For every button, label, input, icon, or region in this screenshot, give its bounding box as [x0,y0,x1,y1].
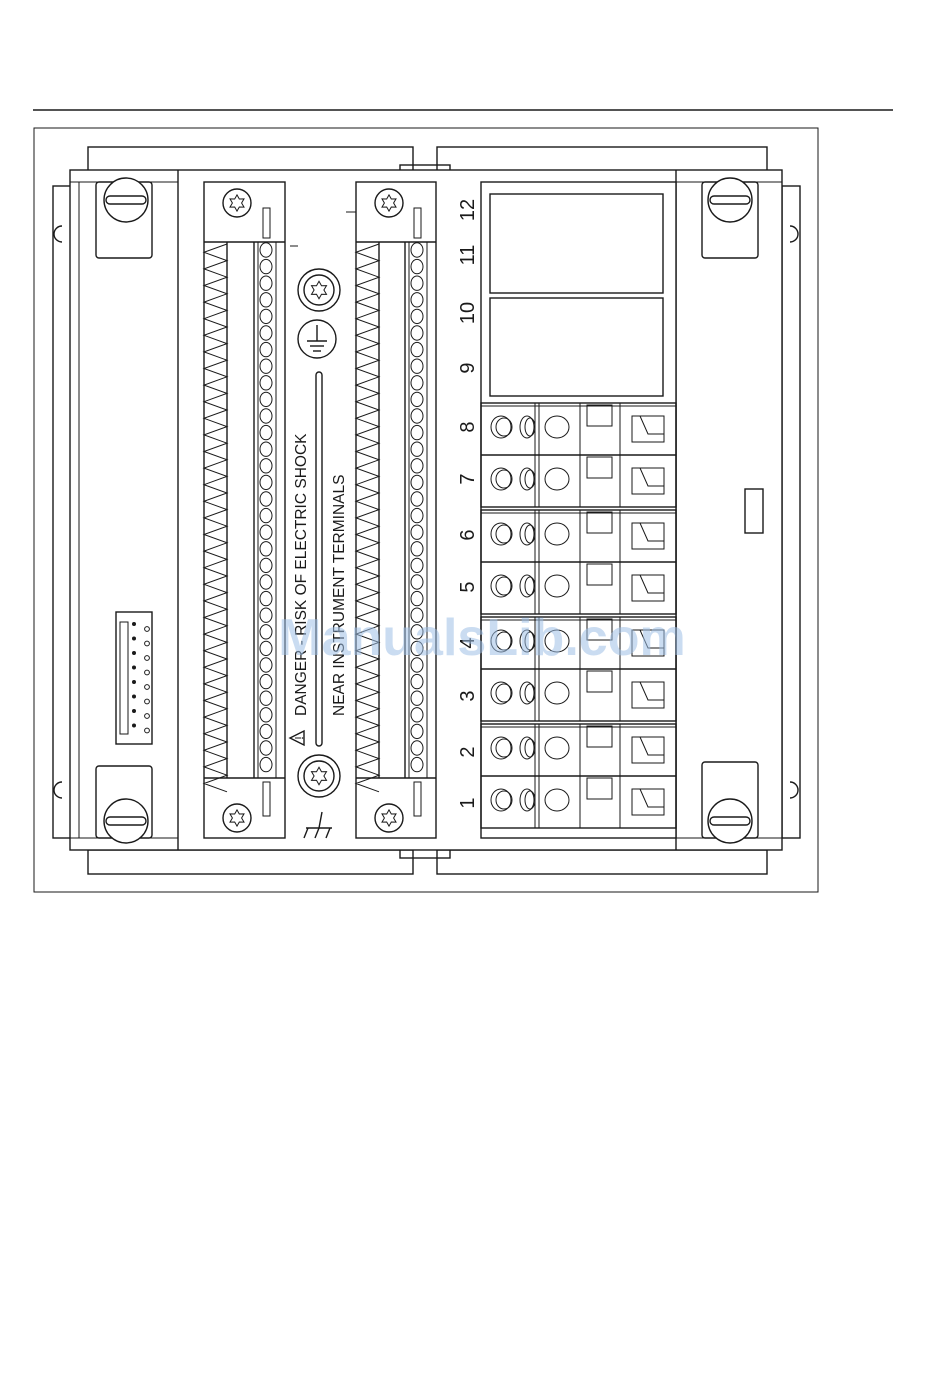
slot-number-label: 9 [457,362,479,373]
terminal-block-right [356,182,436,838]
slot-number-label: 2 [457,746,479,757]
connector-pin [132,709,136,713]
torx-screw-icon [375,804,403,832]
clamp-bottom-left [96,766,152,843]
watermark-text: ManualsLib.com [278,609,685,667]
torx-screw-icon [304,275,334,305]
clamp-top-right [702,178,758,258]
slot-number-label: 5 [457,581,479,592]
side-connector [116,612,152,744]
torx-screw-icon [304,761,334,791]
slot-number-label: 6 [457,529,479,540]
slot-number-label: 8 [457,421,479,432]
connector-pin [132,666,136,670]
clamp-bottom-right [702,762,758,843]
connector-pin [132,724,136,728]
slot-number-label: 10 [457,302,479,324]
connector-pin [132,695,136,699]
warning-text-line2: NEAR INSTRUMENT TERMINALS [331,475,348,716]
clamp-top-left [96,178,152,258]
warning-text-line1: DANGER - RISK OF ELECTRIC SHOCK [293,433,310,716]
torx-screw-icon [375,189,403,217]
slot-number-label: 1 [457,797,479,808]
terminal-block-left [204,182,285,838]
connector-pin [132,680,136,684]
slot-number-label: 3 [457,690,479,701]
slot-number-label: 7 [457,473,479,484]
separator-bar [316,372,322,746]
slot-number-label: 11 [457,245,479,266]
connector-pin [132,637,136,641]
torx-screw-icon [223,804,251,832]
torx-screw-icon [223,189,251,217]
connector-pin [132,622,136,626]
slot-number-label: 12 [457,199,479,221]
connector-pin [132,651,136,655]
protective-earth-icon [298,320,336,358]
